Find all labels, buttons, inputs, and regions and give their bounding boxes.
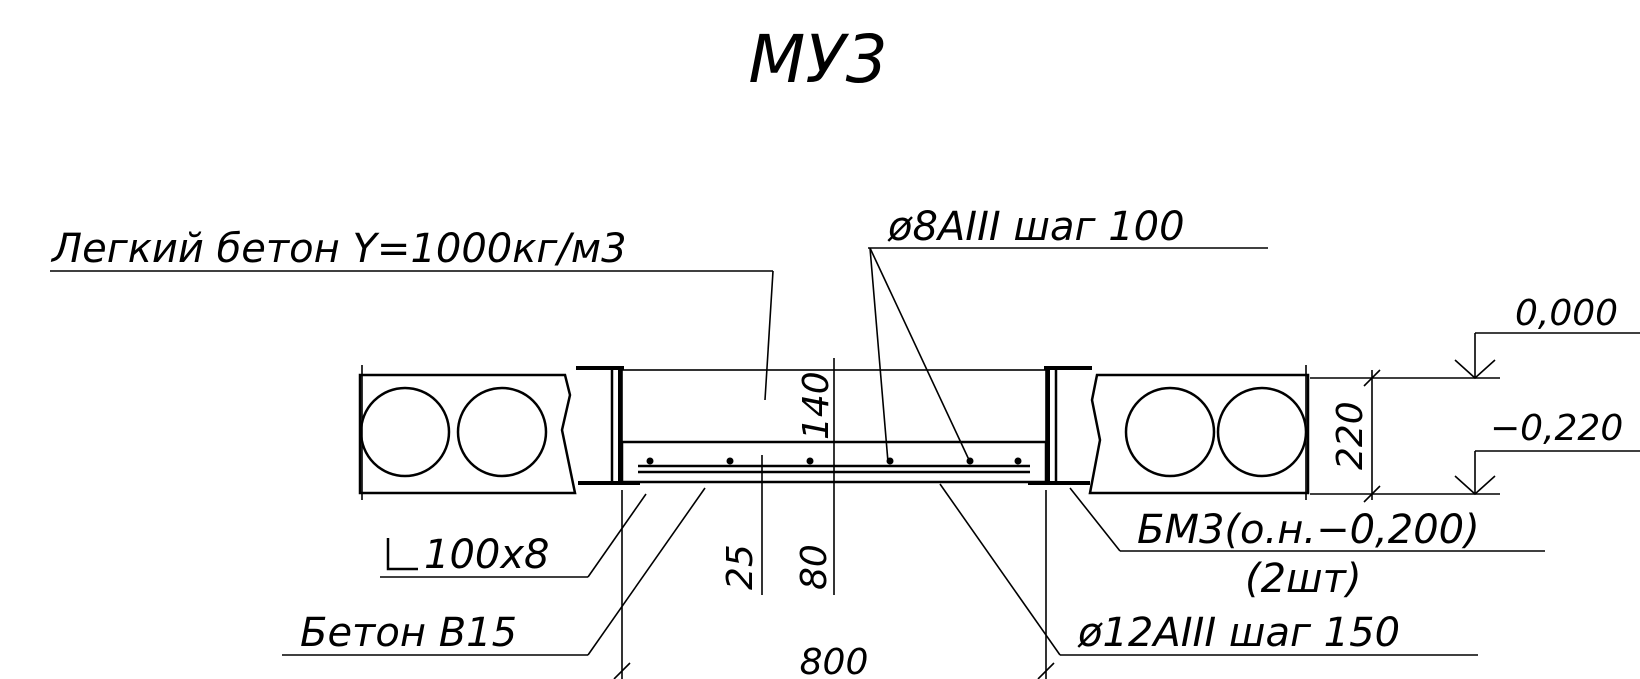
svg-text:0,000: 0,000 — [1515, 293, 1618, 334]
svg-text:140: 140 — [796, 371, 837, 440]
left-hollow-slab — [358, 365, 577, 500]
label-angle: 100x8 — [380, 493, 647, 578]
dimension-220: 220 — [1330, 369, 1381, 503]
dimension-140: 140 — [796, 358, 837, 470]
label-rebar-top: ø8AIII шаг 100 — [868, 204, 1268, 463]
steel-beam-left — [576, 366, 624, 485]
drawing-title: МУ3 — [748, 21, 887, 98]
hollow-core-circle — [456, 386, 548, 478]
label-rebar-bottom: ø12AIII шаг 150 — [939, 483, 1478, 656]
svg-text:100x8: 100x8 — [424, 532, 549, 578]
svg-text:Легкий бетон Y=1000кг/м3: Легкий бетон Y=1000кг/м3 — [50, 226, 627, 272]
svg-text:БМ3(о.н.−0,200): БМ3(о.н.−0,200) — [1137, 507, 1480, 553]
dimension-800: 800 — [613, 490, 1055, 679]
svg-text:220: 220 — [1330, 401, 1371, 470]
hollow-core-circle — [359, 386, 451, 478]
dimension-80: 80 — [794, 470, 835, 595]
hollow-core-circle — [1124, 386, 1216, 478]
svg-text:ø8AIII шаг 100: ø8AIII шаг 100 — [887, 204, 1185, 250]
svg-text:80: 80 — [794, 544, 835, 590]
elevation-bottom: −0,220 — [1310, 408, 1640, 496]
right-hollow-slab — [1088, 365, 1310, 500]
hollow-core-circle — [1216, 386, 1308, 478]
dimension-25: 25 — [720, 455, 763, 595]
steel-beam-right — [1044, 366, 1092, 485]
label-light-concrete: Легкий бетон Y=1000кг/м3 — [50, 226, 774, 401]
svg-text:800: 800 — [800, 642, 869, 679]
svg-text:ø12AIII шаг 150: ø12AIII шаг 150 — [1077, 610, 1400, 656]
svg-text:−0,220: −0,220 — [1490, 408, 1623, 449]
elevation-top: 0,000 — [1310, 293, 1640, 380]
svg-text:25: 25 — [720, 544, 761, 590]
svg-text:Бетон B15: Бетон B15 — [300, 610, 517, 656]
label-concrete: Бетон B15 — [282, 487, 706, 656]
svg-text:(2шт): (2шт) — [1245, 556, 1362, 602]
label-beam: БМ3(о.н.−0,200) (2шт) — [1069, 487, 1545, 602]
